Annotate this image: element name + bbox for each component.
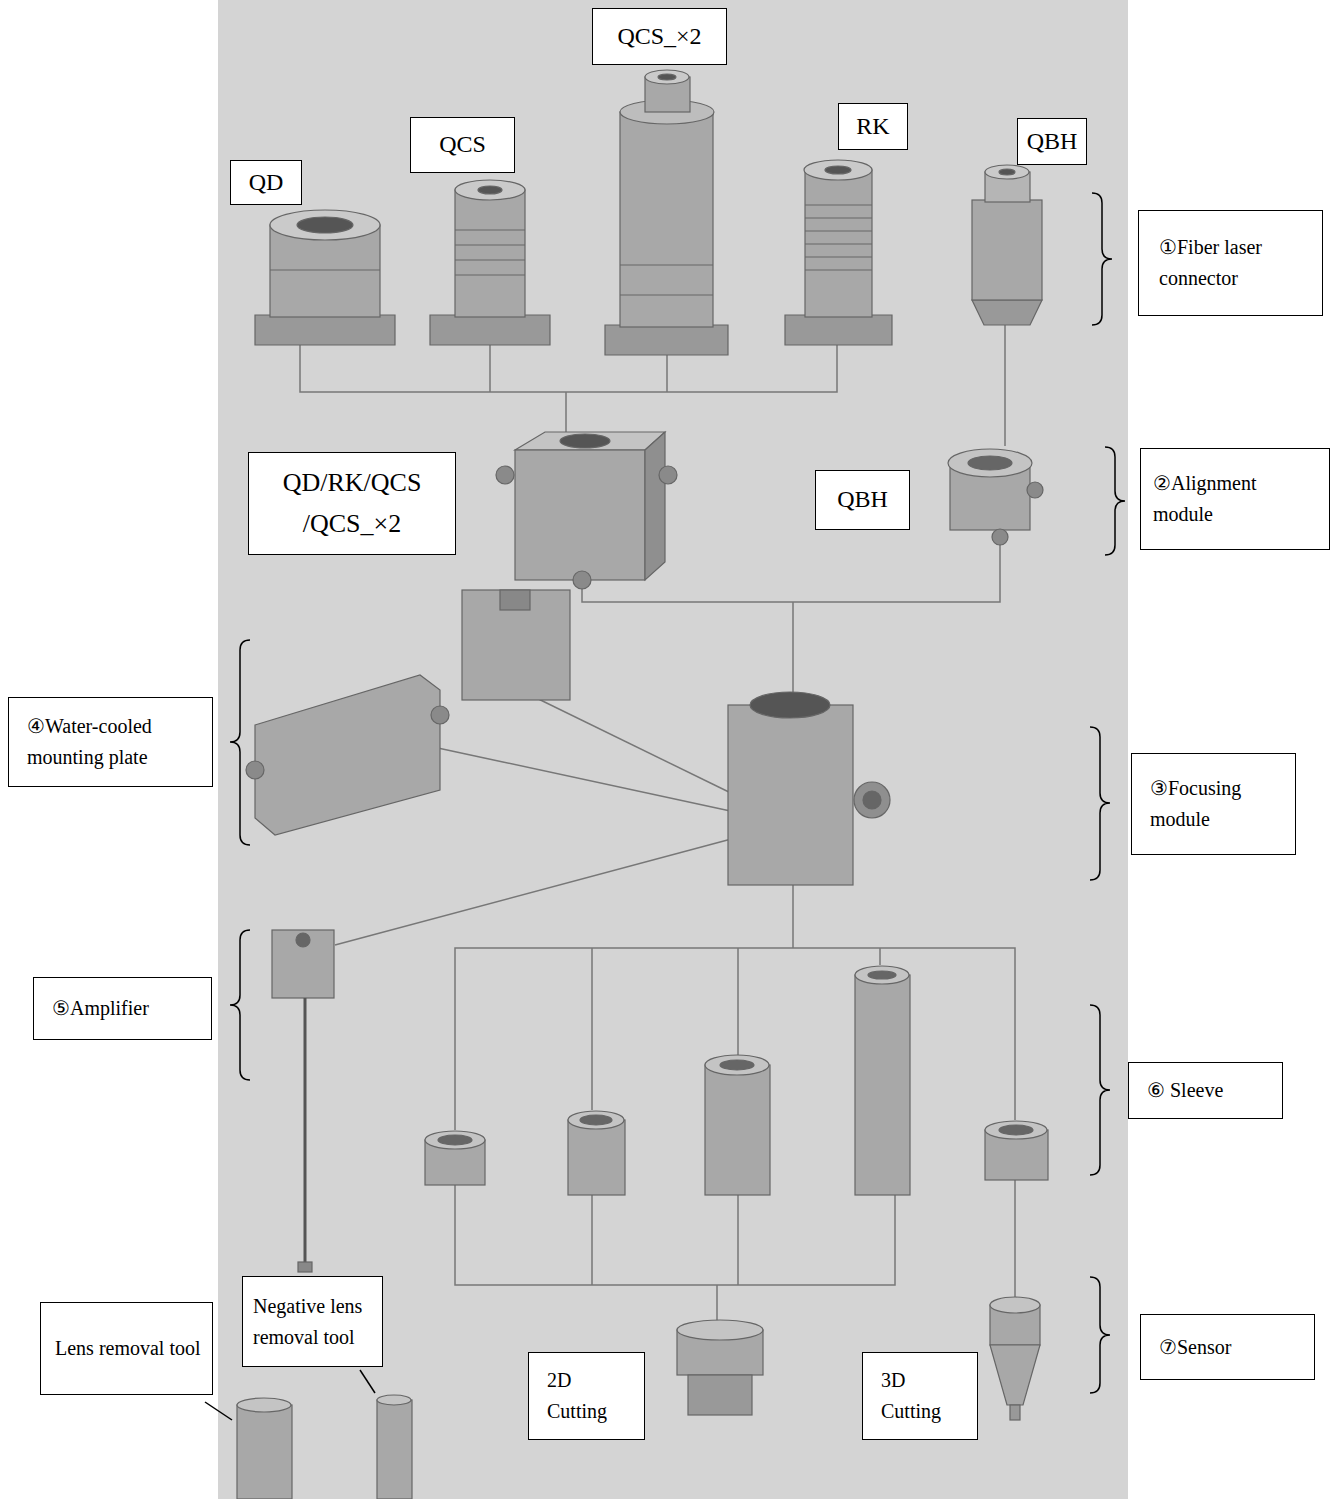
label-text: QCS xyxy=(417,126,508,163)
label-box: QCS xyxy=(410,117,515,173)
label-box: ①Fiber laser connector xyxy=(1138,210,1323,316)
label-box: QD/RK/QCS /QCS_×2 xyxy=(248,452,456,555)
background-panel xyxy=(218,0,1128,1499)
assembly-lines xyxy=(205,325,1015,1420)
label-text: QBH xyxy=(822,481,903,518)
label-text: QD xyxy=(237,164,295,201)
label-box: QBH xyxy=(815,470,910,530)
label-box: QD xyxy=(230,160,302,205)
label-box: QBH xyxy=(1017,118,1087,165)
brackets xyxy=(230,193,1125,1393)
label-text: Lens removal tool xyxy=(55,1333,204,1364)
label-box: ②Alignment module xyxy=(1140,448,1330,550)
label-text: ④Water-cooled mounting plate xyxy=(27,711,204,773)
label-text: 2D Cutting xyxy=(547,1365,636,1427)
label-text: QBH xyxy=(1024,123,1080,160)
label-text: ①Fiber laser connector xyxy=(1159,232,1314,294)
label-text: ③Focusing module xyxy=(1150,773,1287,835)
label-box: ④Water-cooled mounting plate xyxy=(8,697,213,787)
label-box: QCS_×2 xyxy=(592,8,727,65)
label-text: ⑦Sensor xyxy=(1159,1332,1306,1363)
label-box: ⑥ Sleeve xyxy=(1128,1062,1283,1119)
label-box: 2D Cutting xyxy=(528,1352,645,1440)
machine-parts xyxy=(237,70,1048,1499)
label-text: RK xyxy=(845,108,901,145)
label-text: ⑤Amplifier xyxy=(52,993,203,1024)
label-text: Negative lens removal tool xyxy=(253,1291,374,1353)
label-text: QD/RK/QCS /QCS_×2 xyxy=(259,463,445,544)
label-box: Lens removal tool xyxy=(40,1302,213,1395)
label-box: ⑦Sensor xyxy=(1140,1314,1315,1380)
label-text: ⑥ Sleeve xyxy=(1147,1075,1274,1106)
label-box: ⑤Amplifier xyxy=(33,977,212,1040)
label-box: RK xyxy=(838,103,908,150)
label-box: Negative lens removal tool xyxy=(242,1276,383,1367)
label-box: 3D Cutting xyxy=(862,1352,978,1440)
label-text: 3D Cutting xyxy=(881,1365,969,1427)
label-text: ②Alignment module xyxy=(1153,468,1321,530)
label-box: ③Focusing module xyxy=(1131,753,1296,855)
label-text: QCS_×2 xyxy=(599,18,720,55)
